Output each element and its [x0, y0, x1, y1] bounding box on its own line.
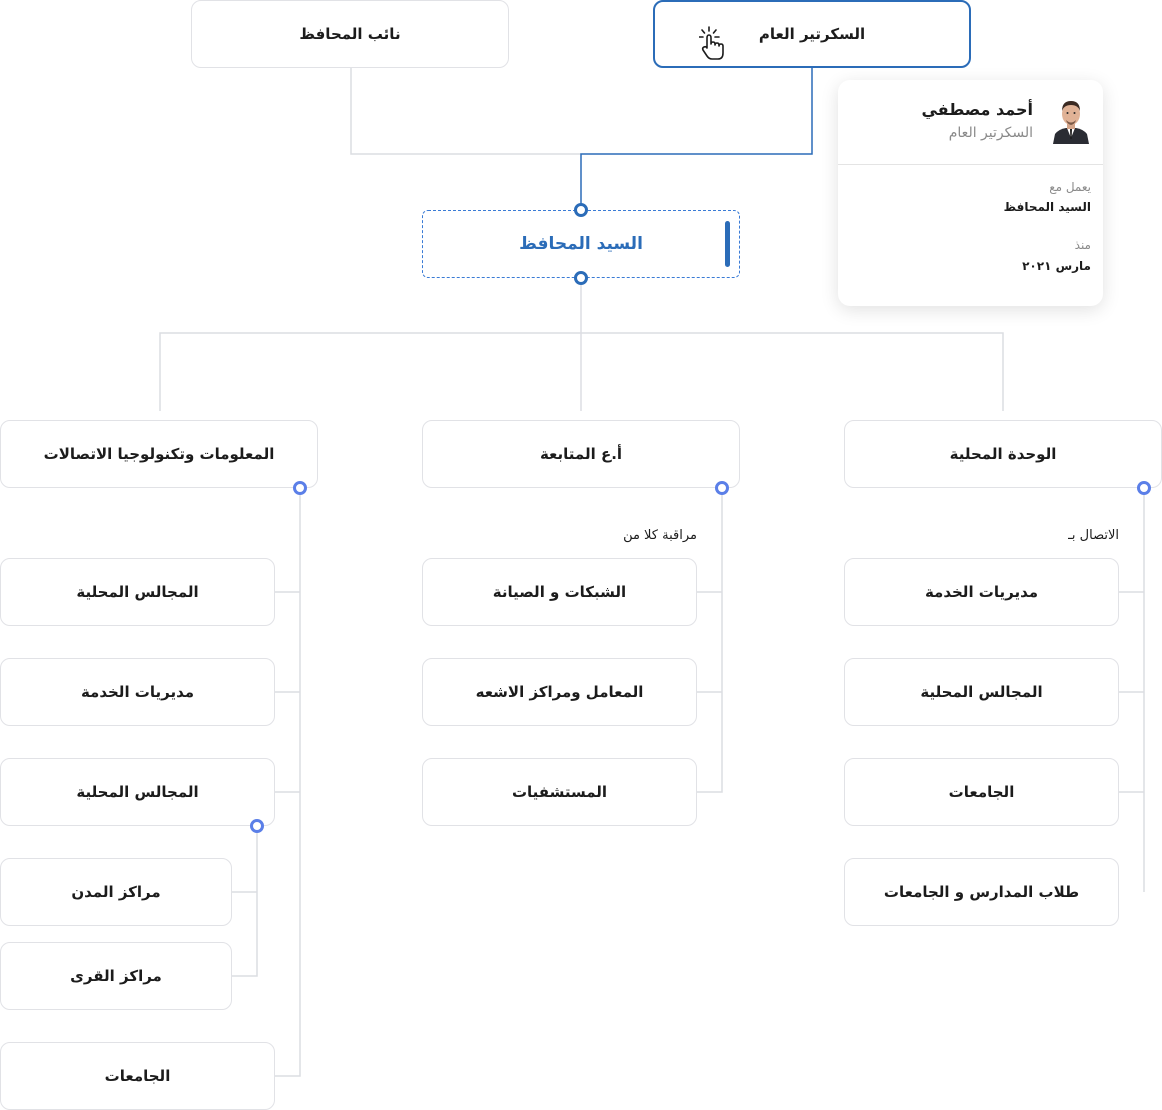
- profile-name: أحمد مصطفي: [921, 100, 1033, 119]
- ict-item[interactable]: مديريات الخدمة: [0, 658, 275, 726]
- follow-up-item-label: المعامل ومراكز الاشعه: [475, 683, 644, 701]
- ict-item-label: الجامعات: [104, 1067, 171, 1085]
- local-unit-node[interactable]: الوحدة المحلية: [844, 420, 1162, 488]
- follow-up-label: أ.ع المتابعة: [539, 445, 623, 463]
- secretary-general-node[interactable]: السكرتير العام: [653, 0, 971, 68]
- ict-sub-item-label: مراكز المدن: [71, 883, 161, 901]
- follow-up-item-label: الشبكات و الصيانة: [492, 583, 627, 601]
- governor-bottom-port[interactable]: [574, 271, 588, 285]
- local-unit-port[interactable]: [1137, 481, 1151, 495]
- profile-card-header: أحمد مصطفي السكرتير العام: [838, 80, 1103, 165]
- governor-node[interactable]: السيد المحافظ: [422, 210, 740, 278]
- local-unit-item[interactable]: المجالس المحلية: [844, 658, 1119, 726]
- ict-item-label: مديريات الخدمة: [80, 683, 195, 701]
- ict-node[interactable]: المعلومات وتكنولوجيا الاتصالات: [0, 420, 318, 488]
- local-unit-item[interactable]: الجامعات: [844, 758, 1119, 826]
- ict-label: المعلومات وتكنولوجيا الاتصالات: [43, 445, 275, 463]
- profile-card: أحمد مصطفي السكرتير العام يعمل مع السيد …: [838, 80, 1103, 306]
- profile-role: السكرتير العام: [948, 125, 1033, 141]
- connector-secretary: [580, 68, 813, 208]
- deputy-governor-node[interactable]: نائب المحافظ: [191, 0, 509, 68]
- connector-follow-spine: [697, 490, 723, 793]
- connector-deputy: [350, 68, 581, 155]
- ict-item-port[interactable]: [250, 819, 264, 833]
- local-unit-item[interactable]: طلاب المدارس و الجامعات: [844, 858, 1119, 926]
- local-unit-item[interactable]: مديريات الخدمة: [844, 558, 1119, 626]
- ict-sub-item-label: مراكز القرى: [70, 967, 162, 985]
- ict-item[interactable]: الجامعات: [0, 1042, 275, 1110]
- follow-up-node[interactable]: أ.ع المتابعة: [422, 420, 740, 488]
- secretary-general-label: السكرتير العام: [758, 25, 866, 43]
- follow-up-port[interactable]: [715, 481, 729, 495]
- deputy-governor-label: نائب المحافظ: [299, 25, 401, 43]
- ict-sub-item[interactable]: مراكز القرى: [0, 942, 232, 1010]
- ict-item[interactable]: المجالس المحلية: [0, 758, 275, 826]
- ict-sub-item[interactable]: مراكز المدن: [0, 858, 232, 926]
- avatar: [1053, 98, 1089, 144]
- works-with-value: السيد المحافظ: [1003, 200, 1091, 214]
- follow-up-item-label: المستشفيات: [511, 783, 608, 801]
- follow-up-caption: مراقبة كلا من: [623, 528, 697, 543]
- ict-port[interactable]: [293, 481, 307, 495]
- since-value: مارس ٢٠٢١: [1022, 259, 1091, 273]
- ict-item-label: المجالس المحلية: [76, 583, 199, 601]
- local-unit-item-label: الجامعات: [948, 783, 1015, 801]
- local-unit-caption: الاتصال بـ: [1068, 528, 1119, 543]
- selection-handle[interactable]: [725, 221, 730, 267]
- follow-up-item[interactable]: المستشفيات: [422, 758, 697, 826]
- governor-label: السيد المحافظ: [519, 234, 643, 254]
- hand-pointer-icon: [698, 26, 725, 66]
- local-unit-item-label: المجالس المحلية: [920, 683, 1043, 701]
- works-with-label: يعمل مع: [1049, 180, 1091, 194]
- ict-item[interactable]: المجالس المحلية: [0, 558, 275, 626]
- connector-ict-spine: [275, 490, 301, 1077]
- follow-up-item[interactable]: الشبكات و الصيانة: [422, 558, 697, 626]
- ict-item-label: المجالس المحلية: [76, 783, 199, 801]
- local-unit-item-label: مديريات الخدمة: [924, 583, 1039, 601]
- local-unit-label: الوحدة المحلية: [949, 445, 1057, 463]
- local-unit-item-label: طلاب المدارس و الجامعات: [883, 883, 1080, 901]
- since-label: منذ: [1074, 238, 1091, 252]
- governor-top-port[interactable]: [574, 203, 588, 217]
- follow-up-item[interactable]: المعامل ومراكز الاشعه: [422, 658, 697, 726]
- connector-ict-sub-spine: [232, 830, 258, 977]
